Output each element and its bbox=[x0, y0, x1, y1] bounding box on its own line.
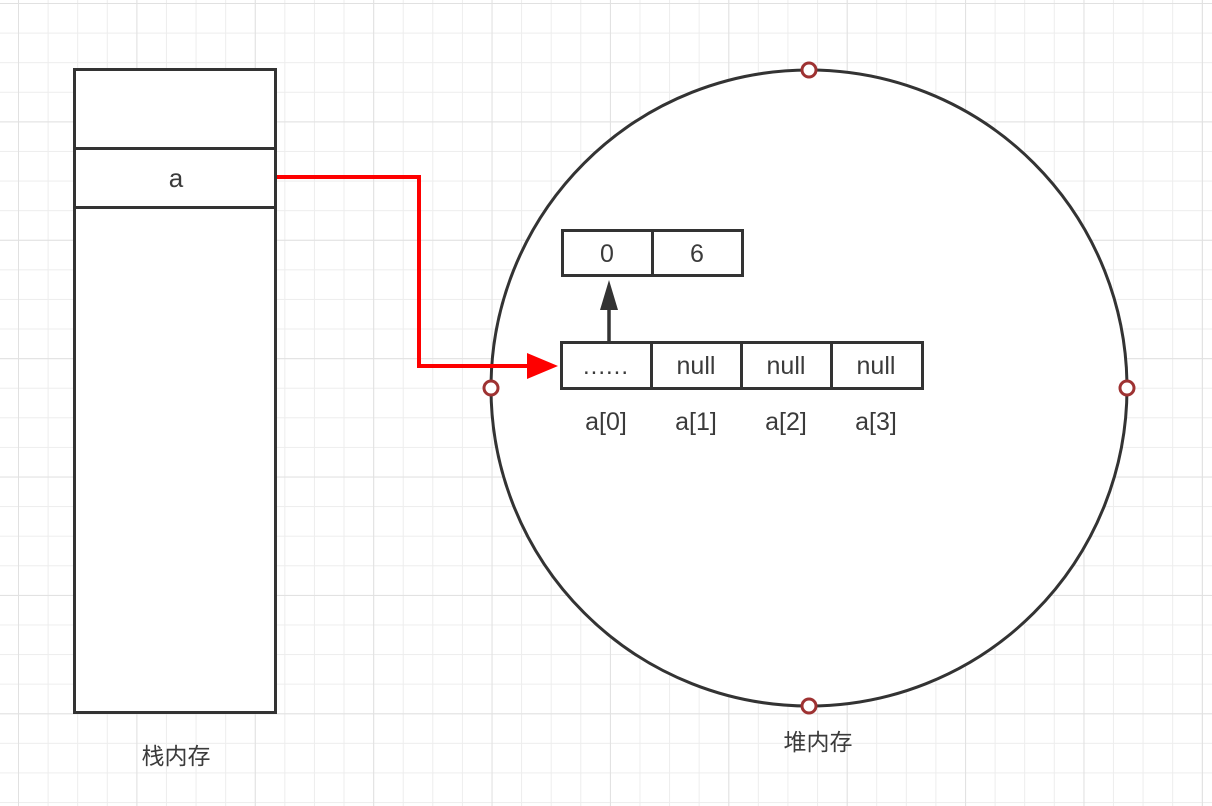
array-cell-1-value: null bbox=[677, 352, 716, 380]
stack-shape[interactable]: a bbox=[73, 68, 277, 714]
stack-memory-caption[interactable]: 栈内存 bbox=[142, 743, 211, 769]
resize-handle-bottom[interactable] bbox=[800, 697, 818, 715]
pointer-arrowhead-icon bbox=[527, 353, 558, 379]
resize-handle-top[interactable] bbox=[800, 61, 818, 79]
object-pair-shape[interactable]: 0 6 bbox=[561, 229, 744, 277]
pointer-connector-line[interactable] bbox=[277, 175, 531, 368]
pointer-connector[interactable] bbox=[277, 175, 558, 379]
stack-variable-a-label: a bbox=[169, 163, 184, 193]
array-index-label-1: a[1] bbox=[675, 408, 717, 436]
resize-handle-right[interactable] bbox=[1118, 379, 1136, 397]
object-pair-cell-0: 0 bbox=[600, 240, 614, 268]
array-index-label-3: a[3] bbox=[855, 408, 897, 436]
array-index-labels: a[0] a[1] a[2] a[3] bbox=[585, 408, 897, 436]
array-index-label-0: a[0] bbox=[585, 408, 627, 436]
element-reference-arrowhead-icon bbox=[600, 280, 618, 310]
array-index-label-2: a[2] bbox=[765, 408, 807, 436]
array-cell-3-value: null bbox=[857, 352, 896, 380]
array-cell-0-value: ...... bbox=[583, 353, 629, 380]
resize-handle-left[interactable] bbox=[482, 379, 500, 397]
object-pair-cell-1: 6 bbox=[690, 240, 704, 268]
element-reference-arrow[interactable] bbox=[600, 280, 618, 343]
heap-array-shape[interactable]: ...... null null null bbox=[560, 341, 924, 390]
array-cell-2-value: null bbox=[767, 352, 806, 380]
stack-rect[interactable] bbox=[73, 68, 277, 714]
heap-memory-caption[interactable]: 堆内存 bbox=[784, 729, 853, 755]
